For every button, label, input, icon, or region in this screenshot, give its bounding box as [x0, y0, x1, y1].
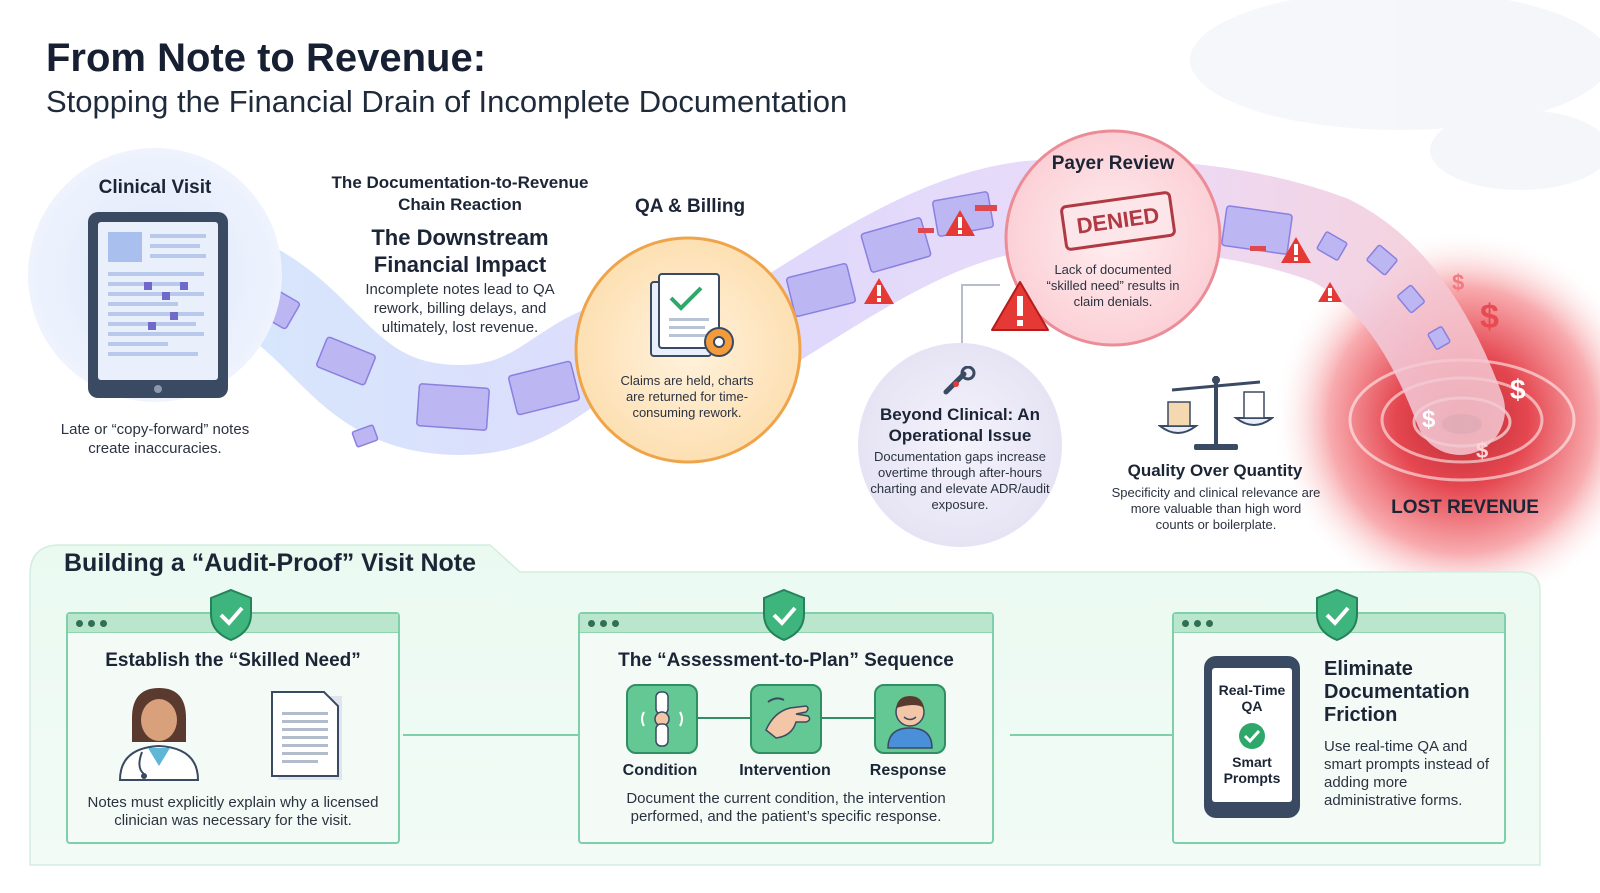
step-label: Response: [869, 762, 947, 779]
dollar-icon: $: [1480, 298, 1499, 336]
knee-icon: [626, 684, 698, 754]
tablet-icon: [88, 212, 228, 398]
warning-icon: [991, 281, 1049, 331]
window-dot: [1194, 620, 1201, 627]
document-icon: [271, 691, 342, 780]
shield-check-icon: [763, 588, 805, 642]
panel-body: Document the current condition, the inte…: [626, 790, 946, 825]
window-dot: [1182, 620, 1189, 627]
panel-body: Notes must explicitly explain why a lice…: [87, 794, 379, 829]
patient-icon: [874, 684, 946, 754]
lost-revenue-label: LOST REVENUE: [1391, 497, 1539, 518]
phone-icon: Real-Time QA Smart Prompts: [1204, 656, 1300, 818]
panel-title: Establish the “Skilled Need”: [105, 650, 361, 671]
chain-reaction-body: Incomplete notes lead to QA rework, bill…: [365, 281, 555, 336]
document-check-icon: [650, 273, 734, 357]
window-dot: [76, 620, 83, 627]
page-title: From Note to Revenue:: [46, 36, 487, 80]
window-dot: [588, 620, 595, 627]
gear-icon: [704, 327, 734, 357]
payer-review-body: Lack of documented “skilled need” result…: [1046, 262, 1180, 309]
window-dot: [612, 620, 619, 627]
window-dot: [1206, 620, 1213, 627]
operational-title: Beyond Clinical: An Operational Issue: [880, 405, 1040, 445]
check-icon: [1239, 723, 1265, 749]
phone-top-label: Real-Time QA: [1218, 682, 1286, 714]
panel-title: Eliminate Documentation Friction: [1324, 658, 1470, 726]
panel-title: The “Assessment-to-Plan” Sequence: [618, 650, 954, 671]
payer-review-title: Payer Review: [1051, 153, 1175, 174]
panel-body: Use real-time QA and smart prompts inste…: [1324, 738, 1490, 809]
dollar-icon: $: [1476, 438, 1489, 463]
clinical-visit-caption: Late or “copy-forward” notes create inac…: [60, 421, 250, 457]
shield-check-icon: [1316, 588, 1358, 642]
qa-billing-body: Claims are held, charts are returned for…: [620, 373, 754, 420]
page-subtitle: Stopping the Financial Drain of Incomple…: [46, 84, 848, 119]
scale-icon: [1158, 376, 1274, 450]
panel-skilled-need: Establish the “Skilled Need” Notes must …: [66, 612, 400, 844]
warning-icon: [1318, 282, 1342, 302]
window-dot: [88, 620, 95, 627]
warning-icon: [945, 210, 975, 236]
dollar-icon: $: [1452, 270, 1465, 295]
operational-body: Documentation gaps increase overtime thr…: [870, 449, 1050, 512]
panel-documentation-friction: Real-Time QA Smart Prompts Eliminate Doc…: [1172, 612, 1506, 844]
quality-body: Specificity and clinical relevance are m…: [1111, 485, 1321, 532]
warning-icon: [864, 278, 894, 304]
chain-reaction-title: The Downstream Financial Impact: [371, 225, 549, 277]
window-dot: [100, 620, 107, 627]
qa-billing-title: QA & Billing: [634, 196, 746, 217]
hand-icon: [750, 684, 822, 754]
wrench-icon: [943, 366, 976, 395]
clinical-visit-title: Clinical Visit: [98, 177, 212, 198]
quality-title: Quality Over Quantity: [1127, 461, 1303, 480]
dollar-icon: $: [1510, 374, 1526, 405]
chain-reaction-kicker: The Documentation-to-Revenue Chain React…: [331, 173, 589, 214]
clinician-icon: [118, 688, 200, 781]
phone-bottom-label: Smart Prompts: [1223, 754, 1281, 786]
panel-assessment-to-plan: The “Assessment-to-Plan” Sequence Condit…: [578, 612, 994, 844]
warning-icon: [1281, 237, 1311, 263]
shield-check-icon: [210, 588, 252, 642]
step-label: Intervention: [739, 762, 831, 779]
dollar-icon: $: [1422, 406, 1436, 433]
bottom-section-title: Building a “Audit-Proof” Visit Note: [64, 549, 477, 577]
window-dot: [600, 620, 607, 627]
step-label: Condition: [622, 762, 698, 779]
